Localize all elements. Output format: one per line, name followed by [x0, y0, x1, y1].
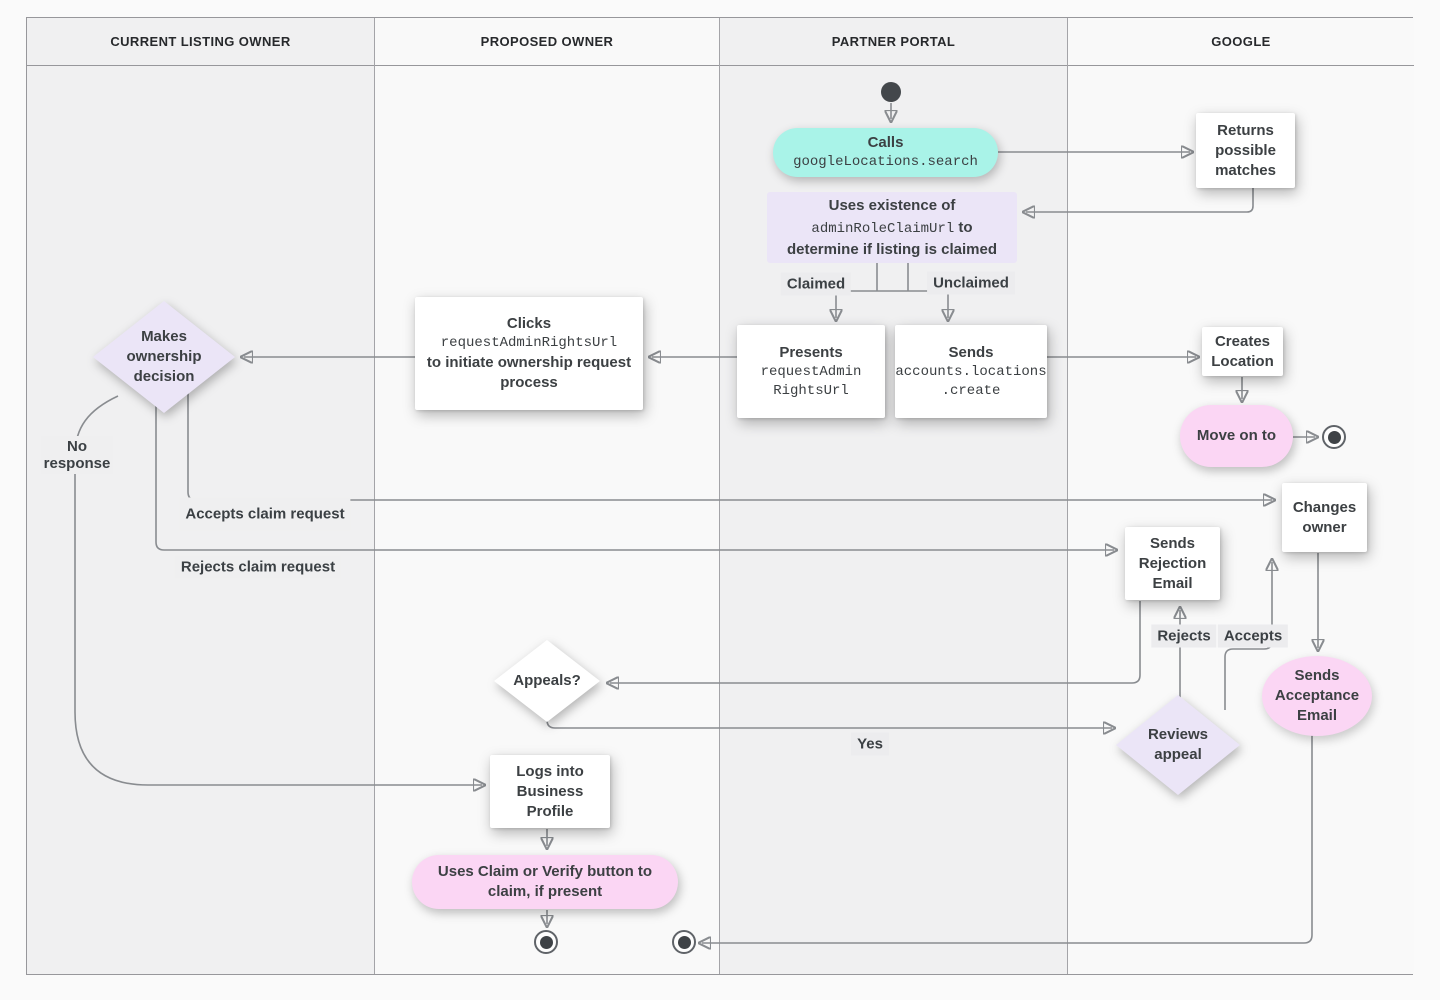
node-title: Calls — [867, 134, 904, 151]
node-label: Appeals? — [513, 672, 581, 689]
edge-label-no-response: No response — [41, 436, 113, 474]
node-changes-owner: Changes owner — [1282, 483, 1367, 552]
node-label: Changes owner — [1292, 498, 1357, 536]
edge-label-accepts-claim-request: Accepts claim request — [179, 497, 351, 531]
node-code-line2: RightsUrl — [773, 382, 849, 399]
node-sends-rejection-email: Sends Rejection Email — [1125, 527, 1220, 600]
lane-header-proposed-owner: PROPOSED OWNER — [375, 18, 719, 66]
node-sends-acceptance-email: Sends Acceptance Email — [1262, 656, 1372, 736]
connector-accepts-claim — [187, 382, 1272, 500]
node-code: adminRoleClaimUrl — [811, 220, 955, 237]
node-text-line2: adminRoleClaimUrl to — [811, 217, 972, 239]
edge-label-claimed: Claimed — [780, 272, 852, 296]
connector-appeals-yes — [546, 719, 1112, 728]
node-clicks-requestadminrightsurl: Clicks requestAdminRightsUrl to initiate… — [415, 297, 643, 410]
connector-rejects-claim — [155, 404, 1114, 550]
node-presents-requestadminrightsurl: Presents requestAdmin RightsUrl — [737, 325, 885, 418]
node-reviews-appeal: Reviews appeal — [1116, 695, 1240, 795]
node-creates-location: Creates Location — [1202, 327, 1283, 376]
node-uses-claim-or-verify-button: Uses Claim or Verify button to claim, if… — [412, 855, 678, 909]
node-text-line1: Uses existence of — [828, 196, 956, 214]
node-appeals-decision: Appeals? — [494, 640, 600, 722]
node-label: Uses Claim or Verify button to claim, if… — [437, 863, 653, 900]
node-label: Reviews appeal — [1147, 726, 1209, 763]
node-code-line1: requestAdmin — [760, 363, 862, 380]
node-code-line1: accounts.locations — [895, 363, 1047, 380]
node-sends-accounts-locations-create: Sends accounts.locations .create — [895, 325, 1047, 418]
node-text-suffix: to — [954, 218, 973, 236]
node-code-line2: .create — [941, 382, 1001, 399]
connector-no-response — [74, 395, 482, 785]
edge-label-yes: Yes — [851, 732, 889, 756]
edge-label-unclaimed: Unclaimed — [927, 271, 1015, 295]
node-code: googleLocations.search — [793, 154, 978, 170]
node-label: Sends Rejection Email — [1138, 534, 1207, 592]
node-label: Makes ownership decision — [126, 328, 202, 385]
node-code: requestAdminRightsUrl — [440, 335, 618, 351]
connector-acceptance-to-end — [702, 735, 1313, 943]
lane-header-partner-portal: PARTNER PORTAL — [720, 18, 1067, 66]
diamond-shape — [93, 301, 235, 413]
start-node — [881, 82, 901, 102]
lane-header-google: GOOGLE — [1068, 18, 1414, 66]
connector-rejection-to-appeals — [610, 601, 1141, 683]
node-label: Creates Location — [1211, 332, 1274, 370]
node-uses-existence-adminroleclaimurl: Uses existence of adminRoleClaimUrl to d… — [767, 192, 1017, 263]
node-title: Clicks — [506, 315, 552, 332]
node-label: Logs into Business Profile — [516, 762, 584, 820]
end-node-claim-flow — [534, 930, 558, 954]
lane-partner-portal: PARTNER PORTAL — [720, 18, 1068, 974]
node-move-on-to: Move on to — [1180, 405, 1293, 467]
node-text-line3: determine if listing is claimed — [786, 240, 998, 258]
node-text: to initiate ownership request process — [426, 354, 632, 391]
node-title: Presents — [779, 343, 843, 361]
connector-returns-to-uses — [1026, 188, 1254, 212]
node-makes-ownership-decision: Makes ownership decision — [93, 301, 235, 413]
edge-label-rejects-claim-request: Rejects claim request — [174, 555, 342, 579]
node-label: Returns possible matches — [1215, 121, 1276, 179]
lane-header-current-listing-owner: CURRENT LISTING OWNER — [27, 18, 374, 66]
lane-current-listing-owner: CURRENT LISTING OWNER — [27, 18, 375, 974]
edge-label-accepts: Accepts — [1217, 624, 1289, 648]
end-node-appeal-flow — [672, 930, 696, 954]
node-label: Sends Acceptance Email — [1274, 667, 1360, 724]
node-title: Sends — [948, 343, 994, 361]
node-label: Move on to — [1196, 427, 1277, 444]
diamond-shape — [494, 640, 600, 722]
node-logs-into-business-profile: Logs into Business Profile — [490, 755, 610, 828]
node-returns-possible-matches: Returns possible matches — [1196, 113, 1295, 188]
diamond-shape — [1116, 695, 1240, 795]
edge-label-rejects: Rejects — [1151, 624, 1217, 648]
diagram-frame: CURRENT LISTING OWNER PROPOSED OWNER PAR… — [26, 17, 1414, 975]
end-node-create-flow — [1322, 425, 1346, 449]
node-calls-googlelocations-search: Calls googleLocations.search — [773, 128, 998, 177]
